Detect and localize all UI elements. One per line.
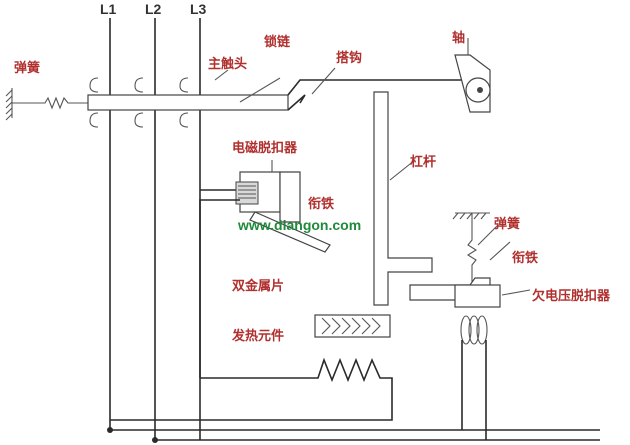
main-contacts — [89, 77, 189, 128]
label-shaft: 轴 — [452, 30, 465, 46]
lever-pointer — [389, 159, 416, 181]
lock-hook — [287, 79, 470, 111]
shaft — [454, 38, 491, 113]
hook-pointer — [311, 67, 336, 95]
lever — [373, 91, 433, 306]
label-bimetal: 双金属片 — [232, 278, 284, 294]
armature-plate — [249, 211, 331, 253]
phase-label-l3: L3 — [190, 1, 207, 17]
label-armature-top: 衔铁 — [308, 196, 334, 212]
watermark-text: www.diangon.com — [237, 217, 361, 233]
junction-l1 — [107, 427, 113, 433]
heater-coil — [110, 357, 393, 421]
label-lock-chain: 锁链 — [264, 34, 291, 50]
bottom-wiring — [110, 429, 600, 441]
contact-bar — [87, 94, 289, 111]
lock-chain-pointer — [239, 77, 281, 103]
label-heater: 发热元件 — [231, 328, 284, 344]
label-lever: 杠杆 — [410, 154, 436, 170]
ground-hatch-left — [5, 88, 13, 121]
label-undervoltage-release: 欠电压脱扣器 — [532, 288, 611, 304]
label-hook: 搭钩 — [336, 50, 362, 66]
label-spring-left: 弹簧 — [14, 60, 40, 76]
label-spring-right: 弹簧 — [494, 216, 520, 232]
phase-label-l1: L1 — [100, 1, 117, 17]
label-main-contact: 主触头 — [208, 56, 247, 72]
phase-label-l2: L2 — [145, 1, 162, 17]
label-magnetic-release: 电磁脱扣器 — [232, 140, 298, 156]
undervoltage-release — [409, 212, 531, 440]
junction-l2 — [152, 437, 158, 443]
label-armature-right: 衔铁 — [512, 250, 538, 266]
bimetal-strip — [314, 314, 391, 338]
main-contact-pointer — [214, 69, 229, 81]
left-spring — [12, 96, 95, 110]
magnetic-release — [199, 160, 331, 378]
